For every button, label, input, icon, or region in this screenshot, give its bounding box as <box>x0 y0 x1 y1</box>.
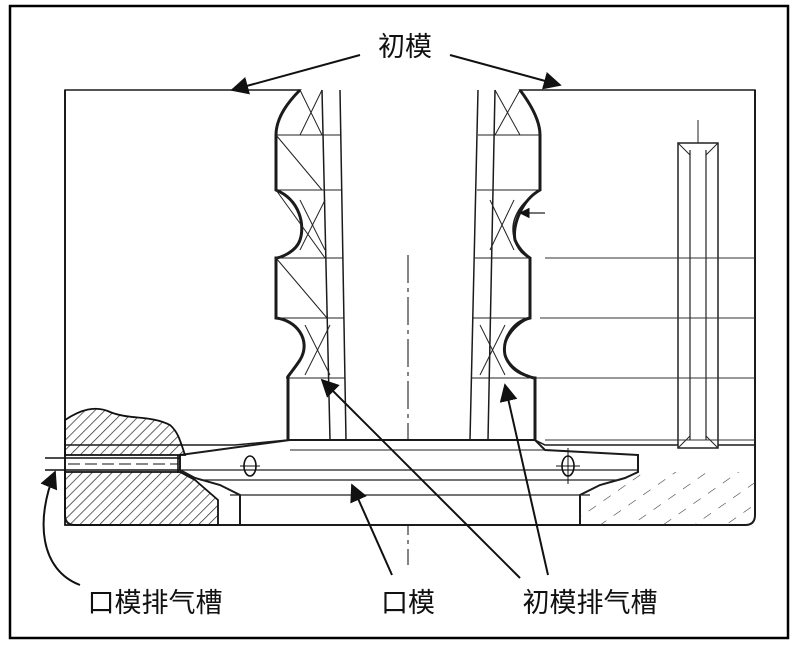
neck-mold-left-block <box>64 407 187 456</box>
label-blank-mold-vent: 初模排气槽 <box>523 588 658 619</box>
right-parison-profile <box>502 89 542 440</box>
label-neck-mold: 口模 <box>381 588 435 619</box>
neck-ring <box>179 439 639 526</box>
blank-mold-left-half <box>64 89 305 446</box>
vertical-vent-slot <box>677 142 719 449</box>
label-blank-mold: 初模 <box>378 32 432 63</box>
label-neck-vent: 口模排气槽 <box>88 588 223 619</box>
outer-frame <box>8 4 790 640</box>
left-parison-profile <box>274 88 306 440</box>
